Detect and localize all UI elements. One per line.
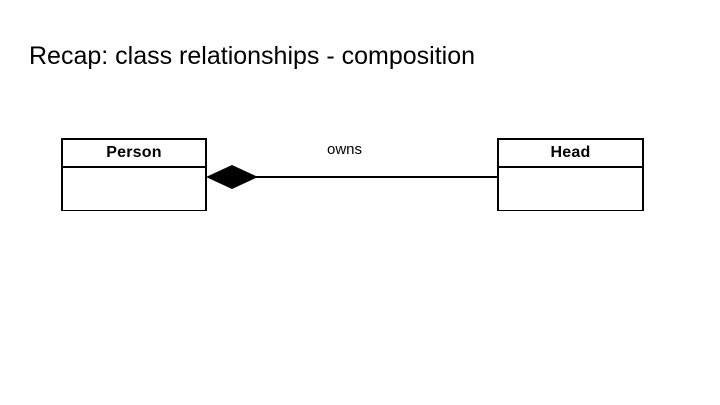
class-name-head: Head (499, 140, 642, 168)
page-title: Recap: class relationships - composition (29, 42, 476, 70)
composition-diamond-icon (206, 165, 258, 189)
class-box-head[interactable]: Head (497, 138, 644, 211)
association-label: owns (327, 141, 363, 158)
class-members-head (499, 168, 642, 210)
class-box-person[interactable]: Person (61, 138, 207, 211)
class-name-person: Person (63, 140, 205, 168)
association-line (252, 176, 498, 178)
class-members-person (63, 168, 205, 210)
